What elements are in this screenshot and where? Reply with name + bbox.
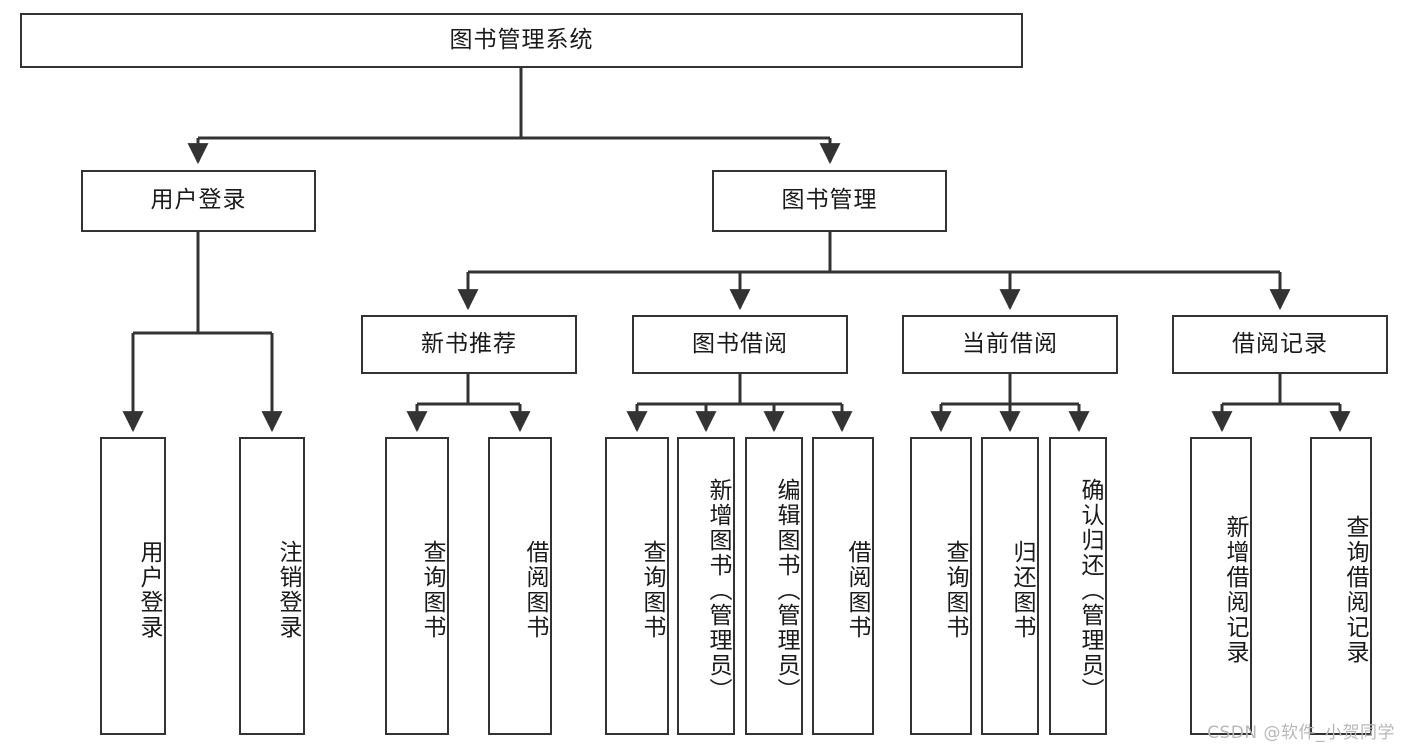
node-current-borrow[interactable]: 当前借阅 <box>902 315 1118 374</box>
node-leaf-borrow-book-2[interactable]: 借阅图书 <box>812 437 874 735</box>
node-leaf-query-book-1[interactable]: 查询图书 <box>385 437 449 735</box>
node-book-management[interactable]: 图书管理 <box>712 170 947 232</box>
csdn-watermark: CSDN @软件_小贺同学 <box>1207 723 1395 743</box>
node-leaf-query-record[interactable]: 查询借阅记录 <box>1310 437 1372 735</box>
leaf-label: 归还图书 <box>1009 540 1035 640</box>
leaf-label: 新增借阅记录 <box>1222 515 1248 665</box>
leaf-label: 查询图书 <box>419 540 445 640</box>
node-leaf-add-record[interactable]: 新增借阅记录 <box>1190 437 1252 735</box>
leaf-label: 编辑图书（管理员） <box>773 477 799 703</box>
leaf-label: 用户登录 <box>136 540 162 640</box>
node-leaf-confirm-return[interactable]: 确认归还（管理员） <box>1049 437 1107 735</box>
leaf-label: 新增图书（管理员） <box>705 477 731 703</box>
node-leaf-query-book-2[interactable]: 查询图书 <box>605 437 669 735</box>
node-user-login[interactable]: 用户登录 <box>81 170 316 232</box>
node-leaf-user-login[interactable]: 用户登录 <box>100 437 166 735</box>
leaf-label: 查询图书 <box>942 540 968 640</box>
node-leaf-add-book[interactable]: 新增图书（管理员） <box>677 437 735 735</box>
node-leaf-edit-book[interactable]: 编辑图书（管理员） <box>745 437 803 735</box>
leaf-label: 查询借阅记录 <box>1342 515 1368 665</box>
node-leaf-return-book[interactable]: 归还图书 <box>981 437 1039 735</box>
node-book-borrow[interactable]: 图书借阅 <box>632 315 848 374</box>
node-leaf-query-book-3[interactable]: 查询图书 <box>910 437 972 735</box>
leaf-label: 借阅图书 <box>844 540 870 640</box>
leaf-label: 确认归还（管理员） <box>1077 477 1103 703</box>
leaf-label: 借阅图书 <box>522 540 548 640</box>
node-new-book-recommend[interactable]: 新书推荐 <box>361 315 577 374</box>
leaf-label: 查询图书 <box>639 540 665 640</box>
node-leaf-logout[interactable]: 注销登录 <box>239 437 305 735</box>
node-leaf-borrow-book-1[interactable]: 借阅图书 <box>488 437 552 735</box>
node-borrow-record[interactable]: 借阅记录 <box>1172 315 1388 374</box>
node-root-system[interactable]: 图书管理系统 <box>20 13 1023 68</box>
leaf-label: 注销登录 <box>275 540 301 640</box>
